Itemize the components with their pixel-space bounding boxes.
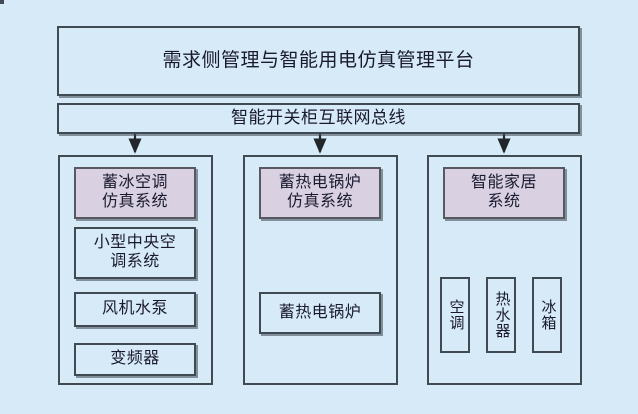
node-label: 小型中央空 调系统 <box>93 234 177 270</box>
node-smart-home-system: 智能家居 系统 <box>443 167 565 219</box>
leaf-air-conditioner: 空调 <box>440 277 470 353</box>
leaf-water-heater: 热水器 <box>486 277 516 353</box>
platform-title-box: 需求侧管理与智能用电仿真管理平台 <box>57 26 580 96</box>
node-label: 风机水泵 <box>101 300 168 318</box>
bus-label: 智能开关柜互联网总线 <box>231 108 406 128</box>
node-fan-water-pump: 风机水泵 <box>74 292 196 327</box>
node-heat-storage-boiler-sim: 蓄热电锅炉 仿真系统 <box>259 167 381 219</box>
leaf-label: 热水器 <box>493 291 510 339</box>
leaf-label: 空调 <box>447 299 464 331</box>
node-heat-storage-boiler: 蓄热电锅炉 <box>259 292 381 334</box>
bus-box: 智能开关柜互联网总线 <box>57 103 580 134</box>
leaf-label: 冰箱 <box>539 299 556 331</box>
column-ice-storage-ac <box>0 0 4 4</box>
node-ice-storage-ac-sim: 蓄冰空调 仿真系统 <box>74 167 196 219</box>
leaf-refrigerator: 冰箱 <box>532 277 562 353</box>
node-label: 智能家居 系统 <box>470 174 537 210</box>
node-label: 蓄热电锅炉 仿真系统 <box>278 174 362 210</box>
node-small-central-ac: 小型中央空 调系统 <box>74 227 196 279</box>
platform-title-label: 需求侧管理与智能用电仿真管理平台 <box>162 49 475 71</box>
node-label: 蓄冰空调 仿真系统 <box>101 174 168 210</box>
node-label: 蓄热电锅炉 <box>278 303 362 321</box>
node-inverter: 变频器 <box>74 343 196 376</box>
node-label: 变频器 <box>110 350 160 368</box>
